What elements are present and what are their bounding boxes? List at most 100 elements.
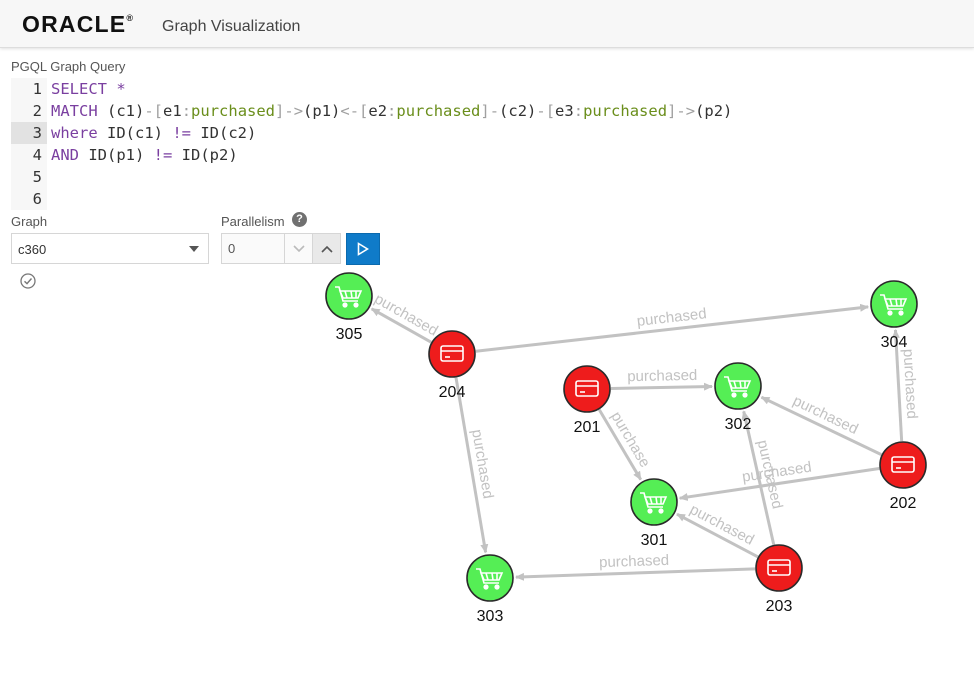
edge-label: purchased: [468, 428, 496, 500]
editor-gutter: [11, 78, 47, 210]
parallelism-decrement-button[interactable]: [284, 233, 313, 264]
code-token: :: [387, 102, 397, 120]
code-token: ID(c1): [97, 124, 173, 142]
node-label: 301: [641, 532, 668, 549]
graph-node-301[interactable]: 301: [630, 478, 678, 549]
query-label: PGQL Graph Query: [11, 59, 126, 74]
edge-label: purchased: [900, 348, 921, 419]
line-number: 5: [32, 168, 42, 186]
graph-node-303[interactable]: 303: [466, 554, 514, 625]
chevron-up-icon: [320, 245, 333, 253]
query-editor[interactable]: 1 SELECT * 2 MATCH (c1)-[e1:purchased]->(p1…: [11, 78, 973, 212]
edge-201-301[interactable]: [597, 408, 643, 481]
line-code: SELECT *: [51, 78, 126, 100]
run-query-button[interactable]: [346, 233, 380, 265]
credit-card-icon: [440, 345, 464, 362]
node-circle[interactable]: [755, 544, 803, 592]
node-label: 201: [574, 419, 601, 436]
credit-card-icon: [891, 456, 915, 473]
node-circle[interactable]: [466, 554, 514, 602]
shopping-cart-icon: [640, 492, 668, 514]
edge-204-303[interactable]: [454, 377, 489, 554]
node-circle[interactable]: [879, 441, 927, 489]
code-token: MATCH: [51, 102, 98, 120]
edge-202-304[interactable]: [891, 328, 904, 442]
logo-text: ORACLE: [22, 11, 127, 37]
node-circle[interactable]: [630, 478, 678, 526]
chevron-down-icon: [189, 246, 199, 252]
parallelism-input[interactable]: [221, 233, 285, 264]
shopping-cart-icon: [724, 376, 752, 398]
line-number: 4: [32, 146, 42, 164]
graph-select[interactable]: c360: [11, 233, 209, 264]
code-token: ID(p2): [172, 146, 238, 164]
edge-202-302[interactable]: [760, 395, 883, 456]
code-token: :: [573, 102, 584, 120]
editor-line[interactable]: 5: [11, 166, 973, 188]
app-header: ORACLE® Graph Visualization: [0, 0, 974, 48]
edge-203-303[interactable]: [514, 567, 756, 581]
code-token: purchased: [191, 102, 276, 120]
code-token: :: [181, 102, 192, 120]
code-token: e1: [163, 102, 182, 120]
graph-node-304[interactable]: 304: [870, 280, 918, 351]
line-number: 6: [32, 190, 42, 208]
edge-202-301[interactable]: [678, 467, 880, 501]
line-code: MATCH (c1)-[e1:purchased]->(p1)<-[e2:pur…: [51, 100, 732, 122]
code-token: purchased: [583, 102, 668, 120]
edge-203-301[interactable]: [676, 512, 759, 559]
code-token: e3: [555, 102, 574, 120]
editor-line[interactable]: 1 SELECT *: [11, 78, 973, 100]
code-token: SELECT: [51, 80, 107, 98]
code-token: (c1): [97, 102, 145, 120]
edge-203-302[interactable]: [741, 410, 776, 545]
editor-line[interactable]: 6: [11, 188, 973, 210]
edge-label: purchased: [599, 552, 670, 571]
graph-node-203[interactable]: 203: [755, 544, 803, 615]
graph-node-305[interactable]: 305: [325, 272, 373, 343]
code-token: (p2): [695, 102, 733, 120]
help-icon[interactable]: ?: [292, 212, 307, 227]
node-circle[interactable]: [325, 272, 373, 320]
logo-registered-mark: ®: [126, 13, 135, 23]
code-token: !=: [153, 146, 173, 164]
node-circle[interactable]: [563, 365, 611, 413]
node-label: 204: [439, 384, 466, 401]
parallelism-increment-button[interactable]: [312, 233, 341, 264]
edge-204-304[interactable]: [475, 303, 870, 353]
line-number: 1: [32, 80, 42, 98]
editor-line[interactable]: 2 MATCH (c1)-[e1:purchased]->(p1)<-[e2:pu…: [11, 100, 973, 122]
line-number: 2: [32, 102, 42, 120]
graph-label: Graph: [11, 214, 48, 229]
line-code: where ID(c1) != ID(c2): [51, 122, 256, 144]
node-circle[interactable]: [714, 362, 762, 410]
graph-node-201[interactable]: 201: [563, 365, 611, 436]
code-token: -[: [144, 102, 164, 120]
credit-card-icon: [575, 380, 599, 397]
shopping-cart-icon: [335, 286, 363, 308]
graph-node-302[interactable]: 302: [714, 362, 762, 433]
edge-201-302[interactable]: [610, 382, 714, 391]
code-token: <-[: [340, 102, 369, 120]
graph-node-204[interactable]: 204: [428, 330, 476, 401]
node-label: 303: [477, 608, 504, 625]
code-token: ]->: [667, 102, 696, 120]
node-label: 305: [336, 326, 363, 343]
code-token: ID(c2): [191, 124, 257, 142]
node-circle[interactable]: [870, 280, 918, 328]
node-label: 202: [890, 495, 917, 512]
graph-node-202[interactable]: 202: [879, 441, 927, 512]
node-circle[interactable]: [428, 330, 476, 378]
code-token: purchased: [396, 102, 481, 120]
chevron-down-icon: [292, 244, 305, 252]
check-circle-icon: [20, 273, 36, 289]
app-title: Graph Visualization: [162, 18, 301, 35]
code-token: *: [107, 80, 126, 98]
node-label: 203: [766, 598, 793, 615]
code-token: where: [51, 124, 98, 142]
edge-204-305[interactable]: [370, 307, 432, 344]
line-number: 3: [11, 122, 47, 144]
